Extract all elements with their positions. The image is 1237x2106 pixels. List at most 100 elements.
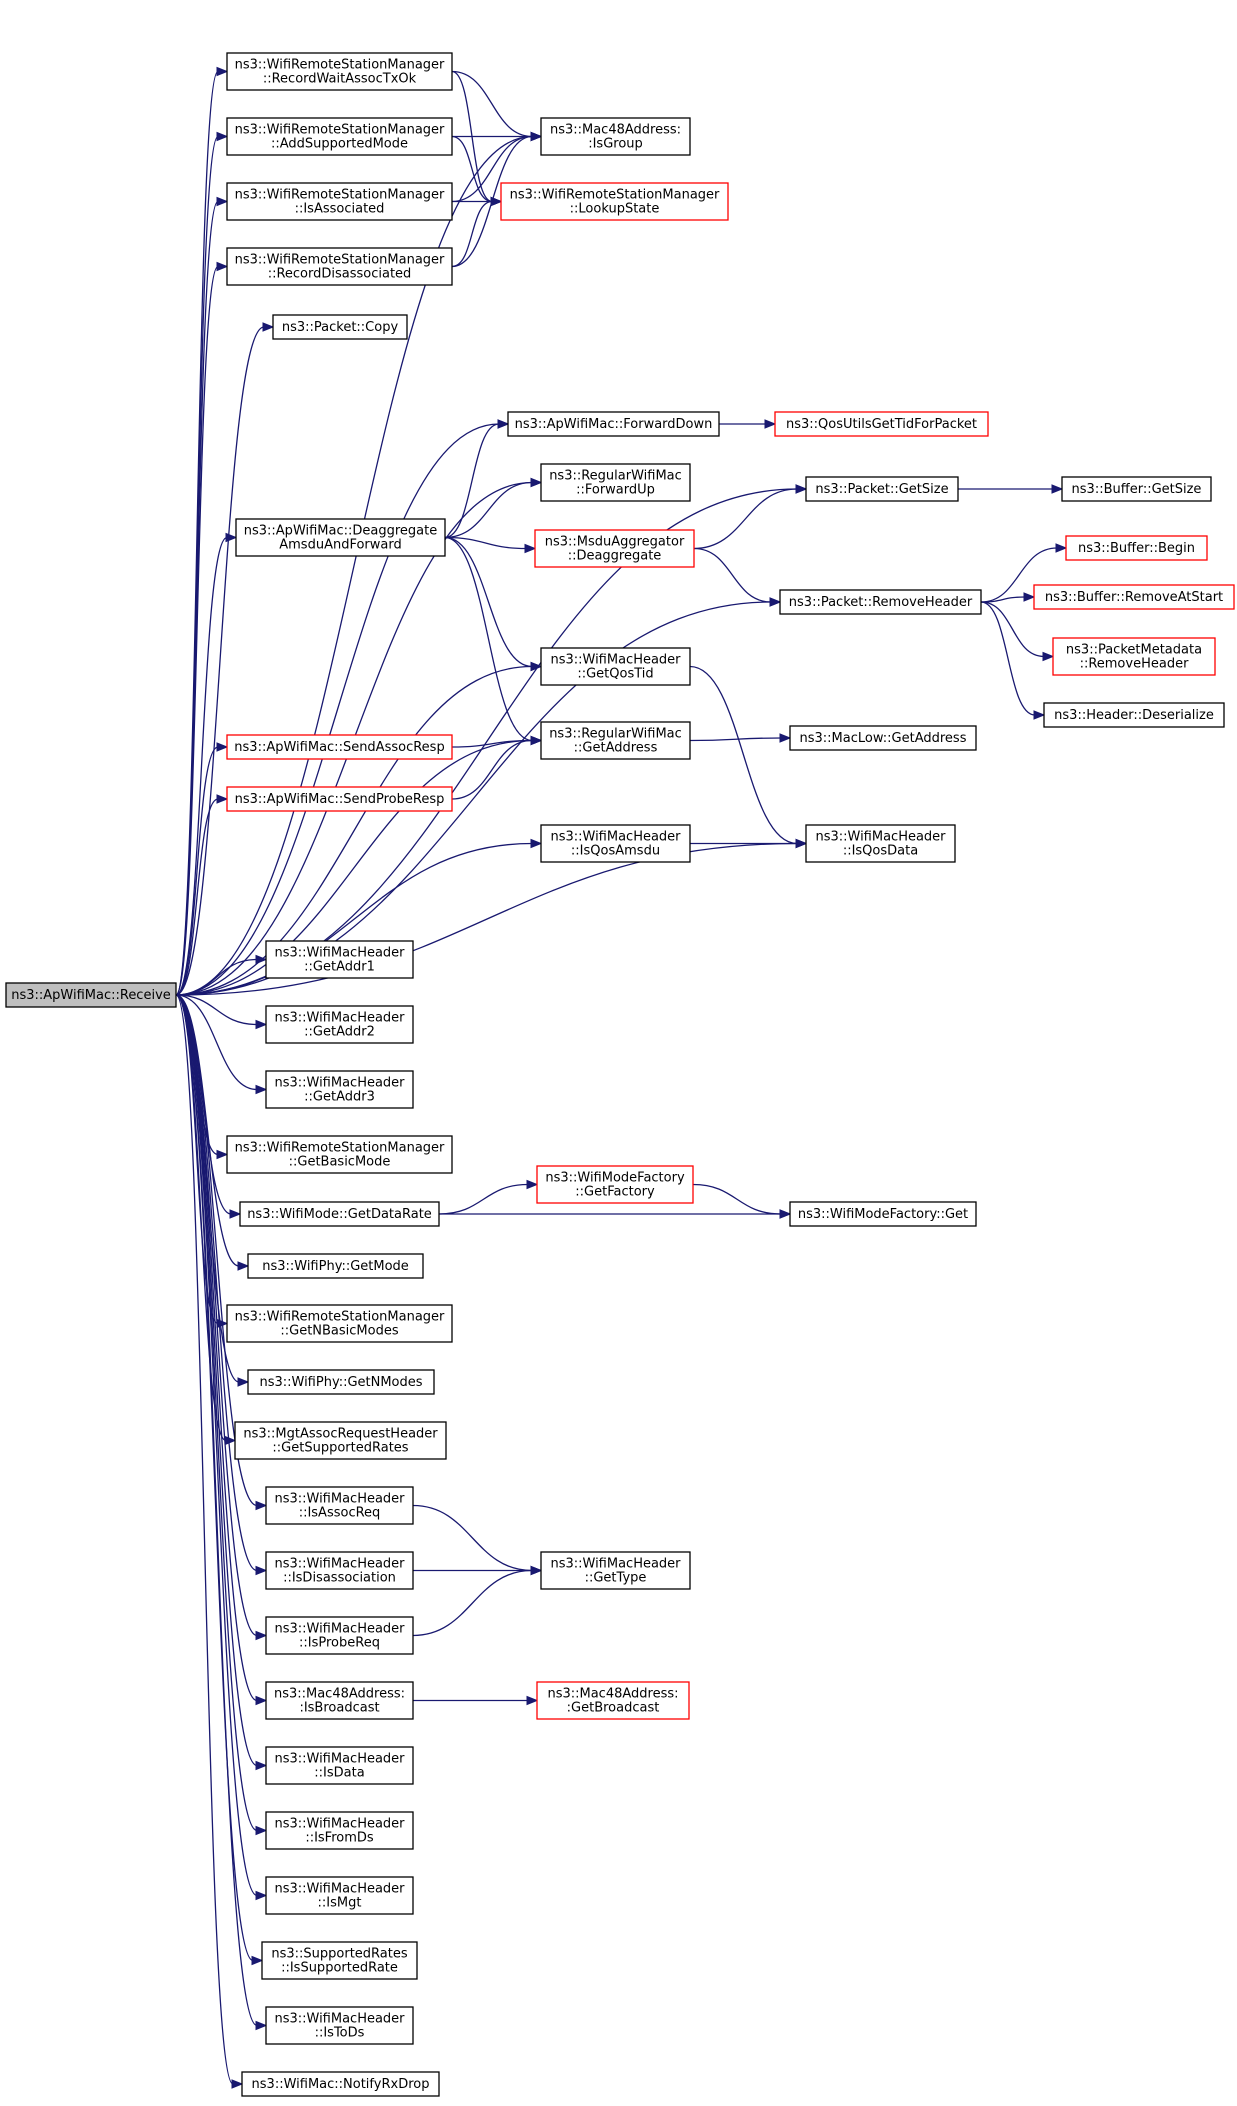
node-ns3-wifiremotestationmanager-addsupportedmode[interactable]: ns3::WifiRemoteStationManager::AddSuppor… — [226, 117, 453, 156]
node-ns3-mgtassocrequestheader-getsupportedrates[interactable]: ns3::MgtAssocRequestHeader::GetSupported… — [234, 1421, 447, 1460]
node-ns3-packet-removeheader[interactable]: ns3::Packet::RemoveHeader — [779, 589, 982, 615]
node-ns3-wifiremotestationmanager-lookupstate[interactable]: ns3::WifiRemoteStationManager::LookupSta… — [500, 182, 729, 221]
node-ns3-wifimacheader-isfromds[interactable]: ns3::WifiMacHeader::IsFromDs — [265, 1811, 414, 1850]
node-ns3-wifiremotestationmanager-isassociated[interactable]: ns3::WifiRemoteStationManager::IsAssocia… — [226, 182, 453, 221]
node-ns3-packet-getsize[interactable]: ns3::Packet::GetSize — [805, 476, 959, 502]
node-ns3-wifimacheader-ismgt[interactable]: ns3::WifiMacHeader::IsMgt — [265, 1876, 414, 1915]
node-ns3-maclow-getaddress[interactable]: ns3::MacLow::GetAddress — [789, 725, 977, 751]
node-ns3-buffer-begin[interactable]: ns3::Buffer::Begin — [1065, 535, 1208, 561]
edge-root-to-isassocreq — [175, 994, 268, 1511]
node-ns3-supportedrates-issupportedrate[interactable]: ns3::SupportedRates::IsSupportedRate — [261, 1941, 418, 1980]
node-label: ::RecordWaitAssocTxOk — [263, 72, 417, 87]
node-ns3-header-deserialize[interactable]: ns3::Header::Deserialize — [1043, 702, 1225, 728]
node-ns3-apwifimac-sendassocresp[interactable]: ns3::ApWifiMac::SendAssocResp — [226, 734, 453, 760]
node-ns3-buffer-removeatstart[interactable]: ns3::Buffer::RemoveAtStart — [1033, 584, 1235, 610]
node-ns3-wifimacheader-isdata[interactable]: ns3::WifiMacHeader::IsData — [265, 1746, 414, 1785]
node-label: ns3::ApWifiMac::SendAssocResp — [234, 740, 444, 755]
edge-root-to-isbroadcast — [175, 994, 268, 1706]
node-label: ns3::WifiMac::NotifyRxDrop — [252, 2077, 430, 2092]
node-ns3-packet-copy[interactable]: ns3::Packet::Copy — [272, 314, 408, 340]
node-label: ns3::WifiRemoteStationManager — [510, 188, 720, 203]
node-label: ns3::WifiMacHeader — [274, 946, 405, 961]
node-label: ::IsDisassociation — [283, 1571, 396, 1586]
node-ns3-msduaggregator-deaggregate[interactable]: ns3::MsduAggregator::Deaggregate — [534, 529, 695, 568]
node-ns3-packetmetadata-removeheader[interactable]: ns3::PacketMetadata::RemoveHeader — [1052, 637, 1216, 676]
node-ns3-mac48address-isgroup[interactable]: ns3::Mac48Address::IsGroup — [540, 117, 691, 156]
node-label: ns3::Buffer::GetSize — [1072, 482, 1202, 497]
node-ns3-wifimacheader-getaddr1[interactable]: ns3::WifiMacHeader::GetAddr1 — [265, 940, 414, 979]
node-ns3-wifimacheader-gettype[interactable]: ns3::WifiMacHeader::GetType — [540, 1551, 691, 1590]
edge-line — [451, 200, 493, 268]
node-box — [805, 824, 956, 863]
node-label: ns3::SupportedRates — [271, 1947, 407, 1962]
edge-root-to-sendassoc — [175, 742, 229, 996]
node-ns3-buffer-getsize[interactable]: ns3::Buffer::GetSize — [1061, 476, 1212, 502]
edge-root-to-ismgt — [175, 994, 268, 1901]
node-ns3-wifimacheader-isqosamsdu[interactable]: ns3::WifiMacHeader::IsQosAmsdu — [540, 824, 691, 863]
arrowhead — [1023, 592, 1036, 602]
node-ns3-wifiphy-getnmodes[interactable]: ns3::WifiPhy::GetNModes — [247, 1369, 435, 1395]
node-ns3-wifimacheader-isprobereq[interactable]: ns3::WifiMacHeader::IsProbeReq — [265, 1616, 414, 1655]
node-ns3-wifimodefactory-getfactory[interactable]: ns3::WifiModeFactory::GetFactory — [536, 1165, 694, 1204]
node-label: ns3::WifiPhy::GetMode — [262, 1259, 409, 1274]
arrowhead — [255, 1019, 268, 1030]
node-ns3-wifimacheader-isassocreq[interactable]: ns3::WifiMacHeader::IsAssocReq — [265, 1486, 414, 1525]
node-label: ns3::WifiRemoteStationManager — [235, 123, 445, 138]
edge-remhdr-to-deser — [980, 601, 1046, 720]
edge-remhdr-to-bufbegin — [980, 543, 1068, 603]
edge-root-to-addr3 — [175, 994, 268, 1095]
node-box — [265, 1876, 414, 1915]
node-ns3-wifimac-notifyrxdrop[interactable]: ns3::WifiMac::NotifyRxDrop — [241, 2071, 440, 2097]
node-label: ns3::WifiRemoteStationManager — [235, 1141, 445, 1156]
arrowhead — [779, 1209, 792, 1219]
arrowhead — [530, 1565, 543, 1576]
edge-root-to-isdisassoc — [175, 994, 268, 1576]
node-ns3-wifiremotestationmanager-recorddisassociated[interactable]: ns3::WifiRemoteStationManager::RecordDis… — [226, 247, 453, 286]
node-ns3-mac48address-getbroadcast[interactable]: ns3::Mac48Address::GetBroadcast — [536, 1681, 690, 1720]
node-ns3-wifimacheader-getaddr3[interactable]: ns3::WifiMacHeader::GetAddr3 — [265, 1070, 414, 1109]
edge-line — [175, 536, 228, 996]
node-ns3-regularwifimac-getaddress[interactable]: ns3::RegularWifiMac::GetAddress — [540, 721, 691, 760]
node-ns3-wifiremotestationmanager-recordwaitassoctxok[interactable]: ns3::WifiRemoteStationManager::RecordWai… — [226, 52, 453, 91]
edge-isbroadcast-to-getbroadcast — [413, 1695, 539, 1706]
node-ns3-apwifimac-forwarddown[interactable]: ns3::ApWifiMac::ForwardDown — [507, 411, 720, 437]
node-label: ns3::MsduAggregator — [545, 535, 685, 550]
node-ns3-apwifimac-sendproberesp[interactable]: ns3::ApWifiMac::SendProbeResp — [226, 786, 453, 812]
node-ns3-apwifimac-deaggregateamsduandforward[interactable]: ns3::ApWifiMac::DeaggregateAmsduAndForwa… — [235, 518, 446, 557]
node-box — [534, 529, 695, 568]
node-label: ns3::PacketMetadata — [1066, 643, 1202, 658]
arrowhead — [225, 532, 238, 543]
node-label: ns3::Header::Deserialize — [1054, 708, 1214, 723]
node-box — [1033, 584, 1235, 610]
node-label: ::GetAddr3 — [304, 1090, 375, 1105]
edge-root-to-istods — [175, 994, 268, 2031]
node-ns3-wifimacheader-getaddr2[interactable]: ns3::WifiMacHeader::GetAddr2 — [265, 1005, 414, 1044]
node-ns3-wifimacheader-isqosdata[interactable]: ns3::WifiMacHeader::IsQosData — [805, 824, 956, 863]
node-ns3-regularwifimac-forwardup[interactable]: ns3::RegularWifiMac::ForwardUp — [540, 463, 691, 502]
node-ns3-wifimode-getdatarate[interactable]: ns3::WifiMode::GetDataRate — [239, 1201, 440, 1227]
edge-remhdr-to-pmremhdr — [980, 601, 1055, 662]
node-ns3-wifiphy-getmode[interactable]: ns3::WifiPhy::GetMode — [247, 1253, 424, 1279]
node-ns3-apwifimac-receive[interactable]: ns3::ApWifiMac::Receive — [5, 982, 177, 1008]
node-ns3-wifimacheader-istods[interactable]: ns3::WifiMacHeader::IsToDs — [265, 2006, 414, 2045]
node-box — [265, 1746, 414, 1785]
node-label: ns3::WifiMacHeader — [274, 1492, 405, 1507]
node-ns3-wifiremotestationmanager-getbasicmode[interactable]: ns3::WifiRemoteStationManager::GetBasicM… — [226, 1135, 453, 1174]
edge-line — [175, 265, 219, 996]
edge-isassocreq-to-gettype — [412, 1504, 543, 1576]
node-ns3-wifimacheader-isdisassociation[interactable]: ns3::WifiMacHeader::IsDisassociation — [265, 1551, 414, 1590]
node-ns3-mac48address-isbroadcast[interactable]: ns3::Mac48Address::IsBroadcast — [265, 1681, 414, 1720]
node-ns3-wifimodefactory-get[interactable]: ns3::WifiModeFactory::Get — [789, 1201, 977, 1227]
node-box — [540, 463, 691, 502]
edge-line — [689, 665, 798, 845]
node-label: ns3::ApWifiMac::SendProbeResp — [235, 792, 445, 807]
node-ns3-qosutilsgettidforpacket[interactable]: ns3::QosUtilsGetTidForPacket — [774, 411, 989, 437]
edge-line — [451, 135, 493, 203]
node-box — [540, 824, 691, 863]
node-label: ns3::Buffer::RemoveAtStart — [1045, 590, 1223, 605]
arrowhead — [216, 66, 229, 77]
edge-root-to-addr1 — [175, 954, 268, 996]
node-ns3-wifiremotestationmanager-getnbasicmodes[interactable]: ns3::WifiRemoteStationManager::GetNBasic… — [226, 1304, 453, 1343]
node-ns3-wifimacheader-getqostid[interactable]: ns3::WifiMacHeader::GetQosTid — [540, 647, 691, 686]
node-label: ::AddSupportedMode — [271, 137, 408, 152]
